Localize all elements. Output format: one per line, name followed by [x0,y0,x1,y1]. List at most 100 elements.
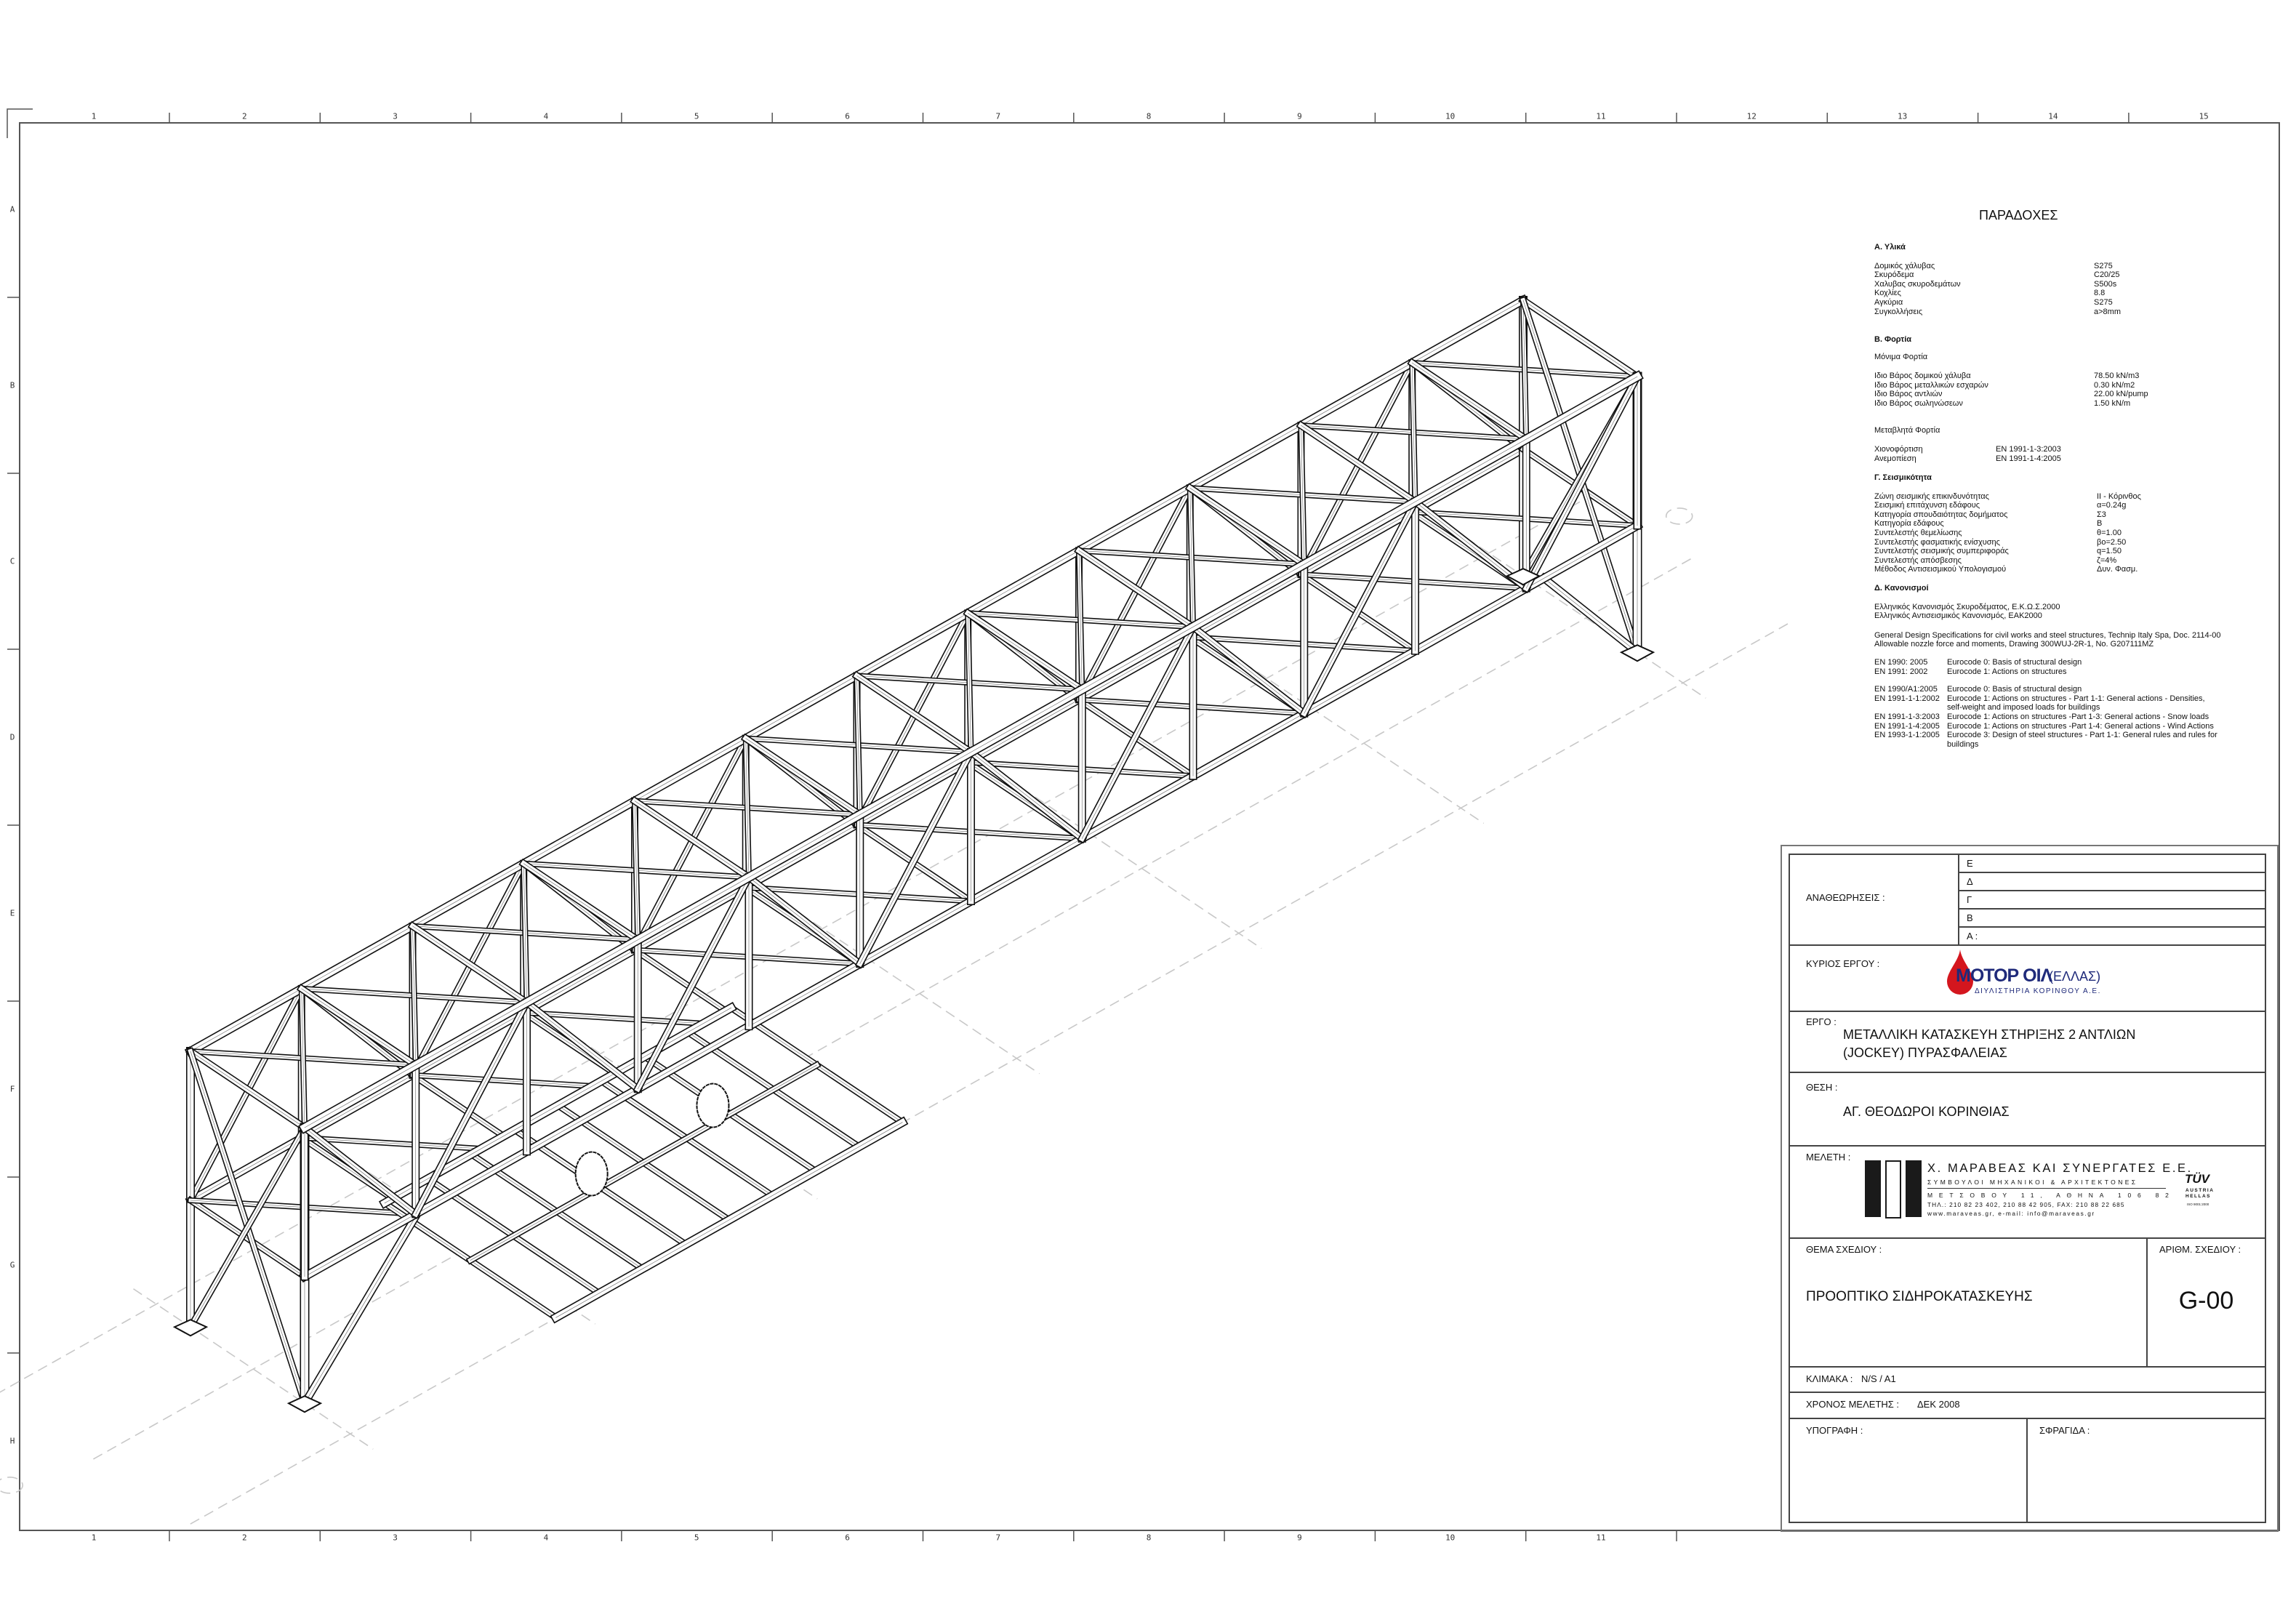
note-row: Allowable nozzle force and moments, Draw… [1874,640,2154,649]
note-label: Δομικός χάλυβας [1874,261,1935,270]
note-row: buildings [1874,740,2217,750]
location-label: ΘΕΣΗ : [1806,1082,1838,1093]
greek-codes: Ελληνικός Κανονισμός Σκυροδέματος, Ε.Κ.Ω… [1874,603,2217,621]
drawing-number-label: ΑΡΙΘΜ. ΣΧΕΔΙΟΥ : [2159,1244,2241,1255]
revisions-label: ΑΝΑΘΕΩΡΗΣΕΙΣ : [1806,892,1885,903]
firm-divider [1927,1188,2166,1189]
frame-column-label: 8 [1146,111,1152,121]
top-brace [298,985,308,1131]
frame-column-label: 1 [91,111,97,121]
divider [1958,908,2266,910]
location-value: ΑΓ. ΘΕΟΔΩΡΟΙ ΚΟΡΙΝΘΙΑΣ [1843,1104,2010,1119]
base-plate [1505,568,1541,586]
front-diagonal [410,997,532,1219]
frame-column-label: 4 [543,1533,549,1543]
notes-seismic: Γ. Σεισμικότητα Ζώνη σεισμικής επικινδυν… [1874,473,2141,574]
top-brace [521,860,530,1005]
frame-column-label: 3 [393,1533,398,1543]
front-top-chord [298,370,1644,1134]
front-diagonal [854,747,976,969]
front-diagonal [1298,497,1421,719]
top-transverse-beam [185,1046,310,1133]
top-transverse-beam [1074,545,1198,633]
frame-column-label: 11 [1596,1533,1606,1543]
firm-phone: ΤΗΛ.: 210 82 23 402, 210 88 42 905, FAX:… [1927,1201,2125,1208]
front-diagonal [743,872,865,969]
divider [1958,854,1959,944]
note-label: Σκυρόδεμα [1874,270,1914,280]
grid-line [1466,537,1706,699]
oil-drop-icon [1947,949,1973,995]
note-value: Eurocode 1: Actions on structures -Part … [1947,712,2209,721]
frame-column-label: 5 [694,111,699,121]
divider [2026,1418,2028,1523]
note-value: 8.8 [2094,289,2106,298]
owner-logo-suffix: (ΕΛΛΑΣ) [2049,969,2101,984]
tuv-mark: TÜV [2185,1172,2209,1186]
tuv-cert-logo: TÜV AUSTRIA HELLAS ISO 9001:2000 [2185,1172,2228,1213]
divider [1789,1392,2266,1393]
frame-column-label: 9 [1297,1533,1302,1543]
grid-line [799,912,1040,1075]
frame-column-label: 13 [1897,111,1908,121]
note-value: θ=1.00 [2097,528,2122,537]
spec-codes: General Design Specifications for civil … [1874,630,2221,649]
skid-edge [550,1116,909,1324]
note-label [1874,740,1947,750]
firm-logo-bar [1885,1160,1901,1218]
note-label: EN 1991-1-4:2005 [1874,721,1940,731]
owner-logo-subtitle: ΔΙΥΛΙΣΤΗΡΙΑ ΚΟΡΙΝΘΟΥ Α.Ε. [1975,987,2101,995]
note-value: 1.50 kN/m [2094,398,2131,408]
front-diagonal [299,1122,421,1219]
note-value: q=1.50 [2097,547,2122,556]
note-value: Eurocode 0: Basis of structural design [1947,657,2082,667]
note-row: EN 1991-1-3:2003 Eurocode 1: Actions on s… [1874,712,2217,722]
top-brace [1187,485,1197,630]
frame-column-label: 15 [2199,111,2209,121]
frame-border [19,122,2280,1531]
top-transverse-beam [1184,483,1309,570]
frame-row-label: H [9,1436,15,1446]
front-diagonal [1521,372,1642,593]
project-label: ΕΡΓΟ : [1806,1016,1837,1027]
note-row: General Design Specifications for civil … [1874,630,2221,640]
frame-column-label: 14 [2048,111,2058,121]
back-diagonal [1296,358,1417,579]
note-label: Ανεμοπίεση [1874,454,1916,463]
front-diagonal [1077,622,1198,844]
frame-row-label: A [9,204,15,214]
frame-column-label: 10 [1445,111,1456,121]
note-value: Eurocode 1: Actions on structures -Part … [1947,721,2214,731]
revision-e: Ε [1967,858,1973,869]
top-brace [965,610,974,755]
steel-structure [172,294,1655,1413]
frame-corner-mark [7,108,33,138]
frame-ticks [7,113,2130,1541]
pump-flange [696,1083,730,1128]
note-label: Μέθοδος Αντισεισμικού Υπολογισμού [1874,565,2007,574]
firm-tagline: ΣΥΜΒΟΥΛΟΙ ΜΗΧΑΝΙΚΟΙ & ΑΡΧΙΤΕΚΤΟΝΕΣ [1927,1179,2138,1186]
note-label: Ιδιο Βάρος αντλιών [1874,390,1943,399]
note-value: S275 [2094,297,2113,307]
study-label: ΜΕΛΕΤΗ : [1806,1152,1851,1163]
note-label: Ζώνη σεισμικής επικινδυνότητας [1874,491,1989,501]
subject-label: ΘΕΜΑ ΣΧΕΔΙΟΥ : [1806,1244,1882,1255]
variable-loads-heading: Μεταβλητά Φορτία [1874,425,1940,435]
firm-logo-bar [1865,1160,1881,1217]
frame-column-label: 5 [694,1533,699,1543]
year-value: ΔΕΚ 2008 [1917,1399,1960,1410]
note-label: EN 1991-1-3:2003 [1874,712,1940,721]
top-transverse-beam [630,795,754,883]
note-label: Συγκολλήσεις [1874,307,1923,316]
top-transverse-beam [1518,295,1642,382]
top-transverse-beam [851,670,976,758]
top-brace [1298,422,1307,568]
